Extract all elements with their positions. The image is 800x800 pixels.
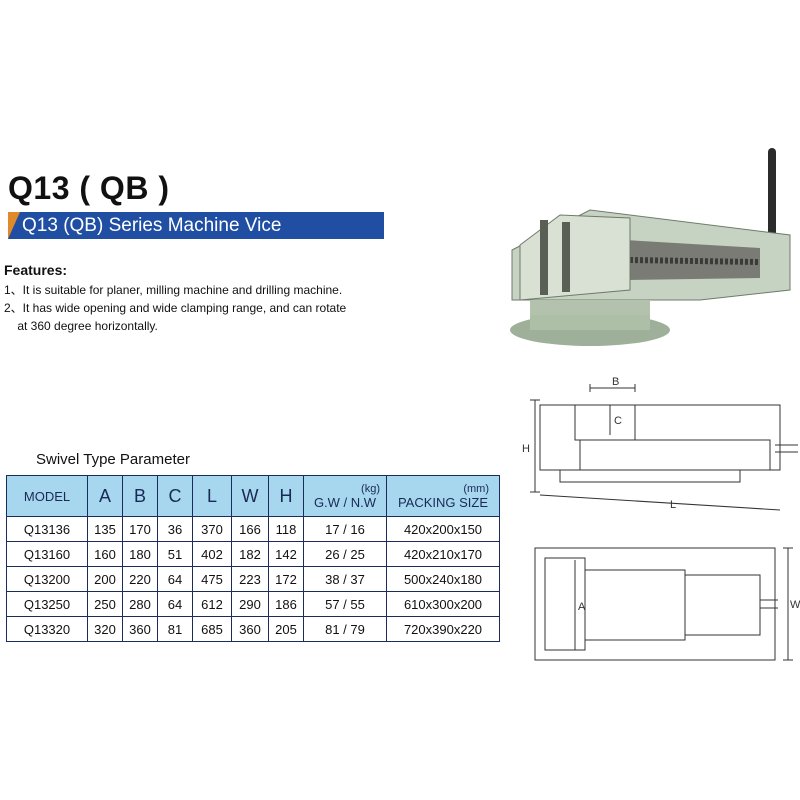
cell-l: 402 [192,541,232,567]
cell-a: 200 [87,566,123,592]
parameter-table: MODEL A B C L W H (kg) G.W / N.W (mm) PA… [6,475,500,642]
header-weight-label: G.W / N.W [313,494,377,510]
cell-c: 36 [157,516,193,542]
feature-item-2: 2、It has wide opening and wide clamping … [4,301,347,315]
product-title: Q13 ( QB ) [8,170,170,206]
header-c: C [157,475,193,517]
header-model: MODEL [6,475,88,517]
cell-l: 612 [192,591,232,617]
features-heading: Features: [4,262,68,278]
cell-h: 118 [268,516,304,542]
table-row: Q13160 160 180 51 402 182 142 26 / 25 42… [6,541,500,567]
dimension-label-l: L [670,499,676,511]
cell-a: 320 [87,616,123,642]
cell-b: 360 [122,616,158,642]
side-view-drawing: B C H L [522,376,798,511]
cell-h: 186 [268,591,304,617]
banner-accent-tab [8,212,20,239]
cell-b: 220 [122,566,158,592]
cell-packing: 720x390x220 [386,616,500,642]
cell-model: Q13200 [6,566,88,592]
subtitle-text: Q13 (QB) Series Machine Vice [22,215,282,236]
vice-jaw [519,214,631,301]
dimension-label-w: W [790,599,800,611]
dimension-label-h: H [522,443,530,455]
cell-h: 142 [268,541,304,567]
table-row: Q13320 320 360 81 685 360 205 81 / 79 72… [6,616,500,642]
header-packing-label: PACKING SIZE [397,494,489,510]
cell-h: 172 [268,566,304,592]
table-title: Swivel Type Parameter [36,451,190,468]
feature-item-2-cont: at 360 degree horizontally. [4,319,158,333]
cell-l: 685 [192,616,232,642]
cell-l: 475 [192,566,232,592]
cell-b: 170 [122,516,158,542]
feature-item-1: 1、It is suitable for planer, milling mac… [4,283,343,297]
table-row: Q13200 200 220 64 475 223 172 38 / 37 50… [6,566,500,592]
cell-w: 290 [231,591,269,617]
cell-w: 182 [231,541,269,567]
header-w: W [231,475,269,517]
header-packing: (mm) PACKING SIZE [386,475,500,517]
header-packing-unit: (mm) [463,482,489,495]
header-a: A [87,475,123,517]
subtitle-banner: Q13 (QB) Series Machine Vice [8,212,384,239]
cell-weight: 17 / 16 [303,516,387,542]
cell-b: 180 [122,541,158,567]
table-header-row: MODEL A B C L W H (kg) G.W / N.W (mm) PA… [6,475,500,517]
top-view-drawing: A W [534,547,800,661]
cell-packing: 500x240x180 [386,566,500,592]
table-row: Q13136 135 170 36 370 166 118 17 / 16 42… [6,516,500,542]
header-l: L [192,475,232,517]
cell-w: 223 [231,566,269,592]
cell-packing: 610x300x200 [386,591,500,617]
cell-weight: 81 / 79 [303,616,387,642]
cell-w: 360 [231,616,269,642]
cell-model: Q13136 [6,516,88,542]
cell-l: 370 [192,516,232,542]
cell-a: 135 [87,516,123,542]
vice-photo [510,148,791,346]
cell-weight: 38 / 37 [303,566,387,592]
cell-a: 250 [87,591,123,617]
cell-packing: 420x200x150 [386,516,500,542]
cell-packing: 420x210x170 [386,541,500,567]
table-row: Q13250 250 280 64 612 290 186 57 / 55 61… [6,591,500,617]
header-weight-unit: (kg) [361,482,380,495]
header-h: H [268,475,304,517]
cell-a: 160 [87,541,123,567]
cell-model: Q13160 [6,541,88,567]
dimension-label-a: A [578,601,586,613]
dimension-label-b: B [612,376,619,388]
cell-c: 64 [157,566,193,592]
cell-w: 166 [231,516,269,542]
cell-model: Q13320 [6,616,88,642]
cell-h: 205 [268,616,304,642]
cell-weight: 26 / 25 [303,541,387,567]
header-weight: (kg) G.W / N.W [303,475,387,517]
cell-weight: 57 / 55 [303,591,387,617]
cell-b: 280 [122,591,158,617]
dimension-label-c: C [614,415,622,427]
cell-c: 51 [157,541,193,567]
header-b: B [122,475,158,517]
cell-c: 64 [157,591,193,617]
cell-c: 81 [157,616,193,642]
cell-model: Q13250 [6,591,88,617]
